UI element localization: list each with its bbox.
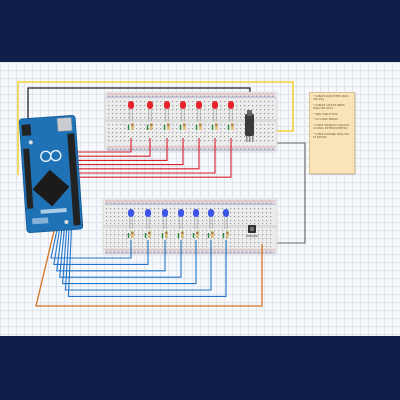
jumper-icon <box>127 125 130 130</box>
red-wire <box>75 138 216 174</box>
jumper-icon <box>195 125 198 130</box>
push-button-icon <box>246 225 258 237</box>
resistor-icon <box>231 123 234 130</box>
blue-wire-bundle <box>50 229 227 297</box>
blue-wire <box>59 229 182 278</box>
gray-wire <box>262 142 306 244</box>
resistor-icon <box>181 231 184 238</box>
blue-wire <box>62 229 197 285</box>
resistor-icon <box>131 123 134 130</box>
blue-wire <box>50 229 132 259</box>
blue-wire <box>53 229 149 265</box>
jumper-icon <box>192 233 195 238</box>
red-led-icon <box>128 101 134 109</box>
resistor-icon <box>226 231 229 238</box>
resistor-icon <box>131 231 134 238</box>
red-led-icon <box>164 101 170 109</box>
blue-led-row <box>127 209 229 238</box>
blue-led-icon <box>223 209 229 217</box>
arduino-mega-board-icon <box>18 114 84 234</box>
blue-led-icon <box>145 209 151 217</box>
red-wire <box>75 138 151 157</box>
bottom-frame-band <box>0 336 400 400</box>
note-line: * CABLES AZULES PINES PARA LED AZUL <box>313 103 345 110</box>
note-line: * CABLES ROJO PINES PARA LED ROJ <box>313 95 349 102</box>
jumper-icon <box>179 125 182 130</box>
note-line: * CABLE NARANJA PARA PIN 53 BOTON <box>313 132 349 139</box>
orange-wire <box>35 230 263 307</box>
jumper-icon <box>161 233 164 238</box>
potentiometer-icon <box>245 110 254 142</box>
red-led-icon <box>212 101 218 109</box>
resistor-icon <box>196 231 199 238</box>
red-led-icon <box>147 101 153 109</box>
resistor-icon <box>150 123 153 130</box>
top-frame-band <box>0 0 400 62</box>
jumper-icon <box>227 125 230 130</box>
resistor-icon <box>215 123 218 130</box>
red-led-row <box>127 101 234 130</box>
blue-led-icon <box>178 209 184 217</box>
jumper-icon <box>177 233 180 238</box>
note-line: * 5V CABLE NEGRO <box>313 118 339 122</box>
resistor-icon <box>183 123 186 130</box>
note-line: * GND CABLE GRIS <box>313 112 338 116</box>
red-wire <box>75 138 132 153</box>
resistor-icon <box>199 123 202 130</box>
red-wire <box>75 138 200 170</box>
yellow-wire <box>17 81 294 175</box>
blue-led-icon <box>162 209 168 217</box>
blue-wire <box>67 229 227 297</box>
blue-led-icon <box>128 209 134 217</box>
jumper-icon <box>127 233 130 238</box>
jumper-icon <box>144 233 147 238</box>
resistor-icon <box>211 231 214 238</box>
wiring-note: * CABLES ROJO PINES PARA LED ROJ * CABLE… <box>309 92 355 174</box>
blue-led-icon <box>193 209 199 217</box>
resistor-icon <box>167 123 170 130</box>
jumper-icon <box>163 125 166 130</box>
resistor-icon <box>165 231 168 238</box>
red-wire <box>75 138 184 166</box>
jumper-icon <box>146 125 149 130</box>
red-led-icon <box>228 101 234 109</box>
jumper-icon <box>222 233 225 238</box>
blue-wire <box>64 229 212 291</box>
jumper-icon <box>207 233 210 238</box>
note-line: * CABLE AMARILLO ANALOG A0 PARA POTENCIO… <box>313 123 350 130</box>
blue-led-icon <box>208 209 214 217</box>
red-wire <box>75 138 232 178</box>
red-wire <box>75 138 168 161</box>
red-wire-bundle <box>75 138 232 178</box>
jumper-icon <box>211 125 214 130</box>
blue-wire <box>56 229 166 272</box>
resistor-icon <box>148 231 151 238</box>
red-led-icon <box>196 101 202 109</box>
red-led-icon <box>180 101 186 109</box>
